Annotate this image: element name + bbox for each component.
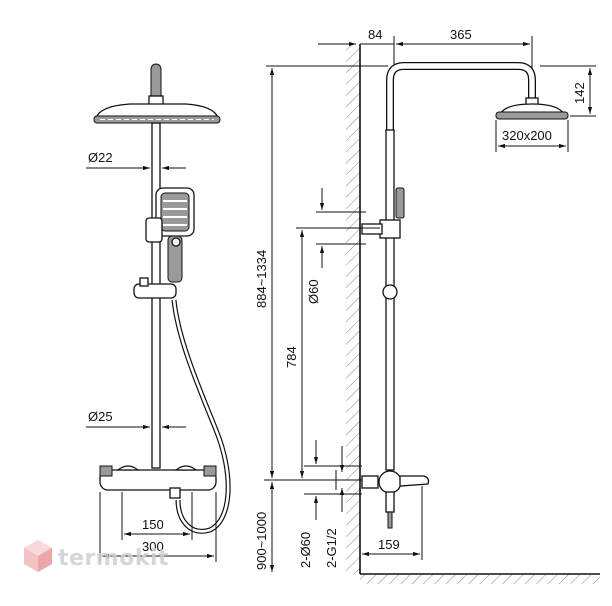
dim-arm-365-label: 365 bbox=[450, 27, 472, 42]
upper-diverter bbox=[361, 187, 405, 300]
rain-shower-head-front bbox=[93, 103, 221, 124]
front-view: Ø22 Ø25 bbox=[86, 63, 231, 562]
thermostatic-mixer-front bbox=[99, 465, 217, 499]
dim-height-784-label: 784 bbox=[284, 346, 299, 368]
dim-depth-159-label: 159 bbox=[378, 537, 400, 552]
dim-spacing-150: 150 bbox=[121, 492, 193, 540]
slider-holder bbox=[133, 277, 177, 299]
dim-rail-diameter: Ø25 bbox=[86, 409, 186, 430]
hand-shower-front bbox=[145, 187, 195, 283]
shower-arm bbox=[386, 62, 536, 130]
dim-width-300: 300 bbox=[99, 492, 217, 562]
dim-inlet-60: 2-Ø60 bbox=[298, 440, 362, 568]
logo-watermark: termokit bbox=[24, 540, 169, 572]
dim-head-height-142: 142 bbox=[540, 65, 596, 117]
dim-rail-diameter-label: Ø25 bbox=[88, 409, 113, 424]
rain-shower-head-side bbox=[495, 97, 569, 120]
dim-head-size: 320x200 bbox=[495, 120, 569, 152]
dim-base-height: 900~1000 bbox=[254, 482, 275, 572]
thermostatic-mixer-side bbox=[361, 470, 430, 529]
dim-offset-84-label: 84 bbox=[368, 27, 382, 42]
dim-outlet-60-label: Ø60 bbox=[306, 279, 321, 304]
dim-height-range: 884~1334 bbox=[254, 65, 388, 478]
dim-height-784: 784 bbox=[284, 227, 380, 478]
wall-hatch bbox=[346, 44, 360, 574]
dim-inlet-60-label: 2-Ø60 bbox=[298, 532, 313, 568]
dim-inlet-thread-label: 2-G1/2 bbox=[324, 528, 339, 568]
dim-offset-84: 84 bbox=[318, 27, 394, 47]
dim-spacing-150-label: 150 bbox=[142, 517, 164, 532]
dim-width-300-label: 300 bbox=[142, 539, 164, 554]
logo-text: termokit bbox=[58, 546, 169, 571]
dim-head-height-142-label: 142 bbox=[572, 82, 587, 104]
dim-outlet-60: Ø60 bbox=[306, 188, 366, 304]
floor-hatch bbox=[360, 574, 600, 584]
side-pipe bbox=[385, 129, 395, 471]
dim-head-size-label: 320x200 bbox=[502, 128, 552, 143]
dim-pipe-diameter: Ø22 bbox=[86, 150, 186, 171]
side-view: 84 365 142 320x200 bbox=[254, 27, 600, 584]
dim-depth-159: 159 bbox=[362, 486, 423, 560]
dim-pipe-diameter-label: Ø22 bbox=[88, 150, 113, 165]
dim-height-range-label: 884~1334 bbox=[254, 250, 269, 308]
top-cap bbox=[150, 63, 162, 101]
dim-base-height-label: 900~1000 bbox=[254, 512, 269, 570]
dim-inlet-thread: 2-G1/2 bbox=[324, 446, 345, 568]
